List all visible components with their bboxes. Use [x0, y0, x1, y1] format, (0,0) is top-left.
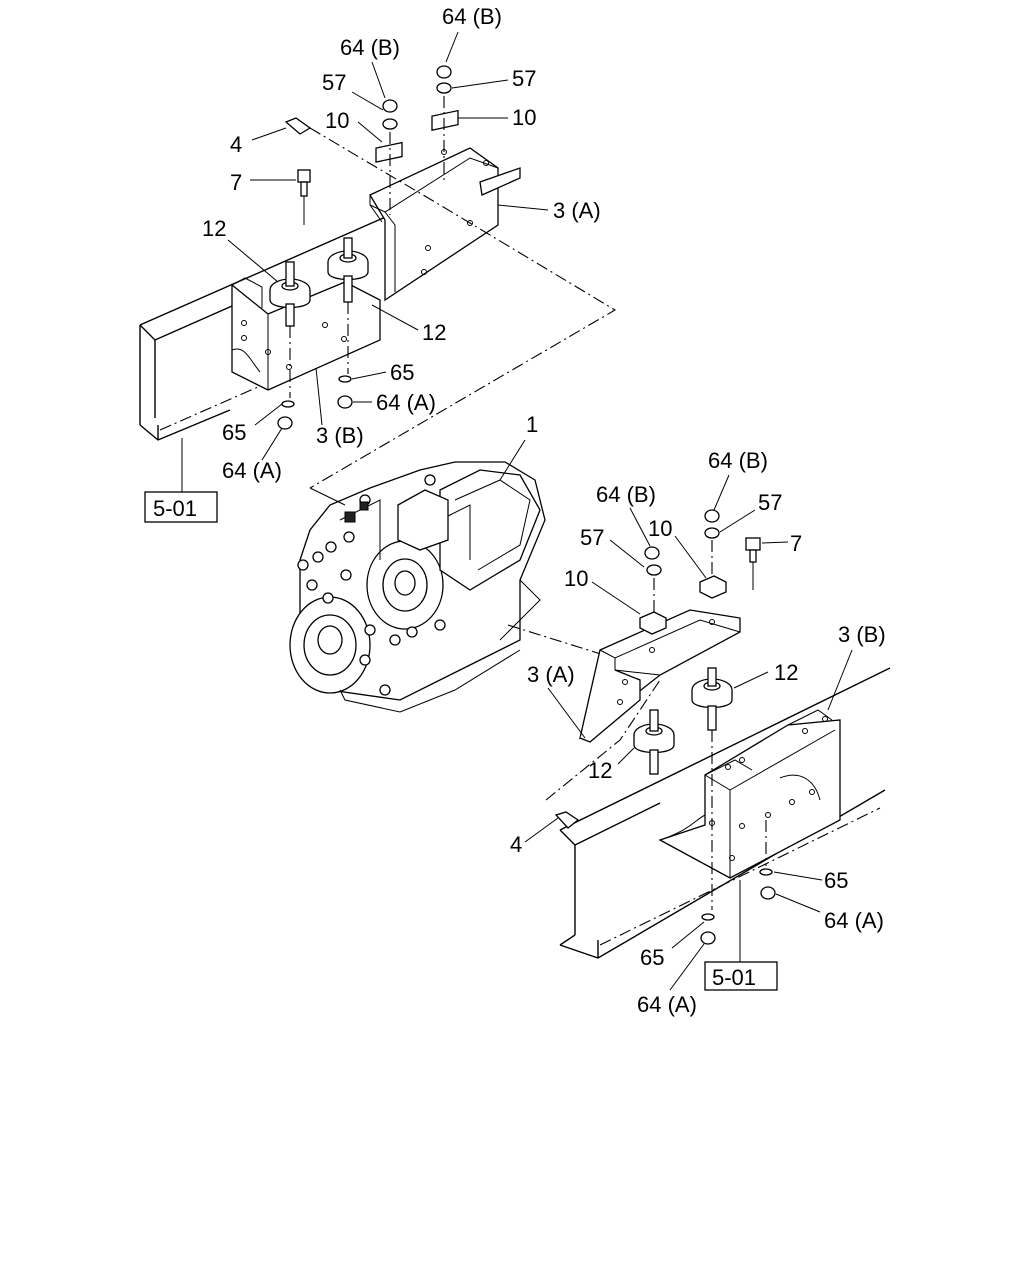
callout-12-lower-right: 12: [774, 660, 798, 685]
callout-57-upper-left: 57: [322, 70, 346, 95]
upper-bracket-3b: [231, 277, 381, 391]
callout-64a-upper-right: 64 (A): [376, 390, 436, 415]
callout-10-lower-right: 10: [648, 516, 672, 541]
reference-box-upper[interactable]: 5-01: [144, 491, 218, 523]
callout-12-lower-left: 12: [588, 758, 612, 783]
callout-64b-lower-right: 64 (B): [708, 448, 768, 473]
callout-4-upper: 4: [230, 132, 242, 157]
upper-assembly: [139, 65, 617, 500]
callout-57-upper-right: 57: [512, 66, 536, 91]
callout-65-upper-right: 65: [390, 360, 414, 385]
upper-mount-12-right: [327, 237, 369, 303]
callout-65-upper-left: 65: [222, 420, 246, 445]
callout-3a-lower: 3 (A): [527, 662, 575, 687]
reference-text-upper: 5-01: [153, 496, 197, 521]
lower-mount-12-left: [633, 709, 675, 775]
callout-3a-upper: 3 (A): [553, 198, 601, 223]
callout-7-lower: 7: [790, 531, 802, 556]
callout-64b-upper: 64 (B): [340, 35, 400, 60]
callout-10-upper-left: 10: [325, 108, 349, 133]
callout-65-lower-right: 65: [824, 868, 848, 893]
callout-10-upper-right: 10: [512, 105, 536, 130]
reference-box-lower[interactable]: 5-01: [704, 961, 778, 991]
callout-57-lower-left: 57: [580, 525, 604, 550]
lower-bracket-3a: [578, 609, 741, 743]
callout-12-upper-right: 12: [422, 320, 446, 345]
callout-65-lower-left: 65: [640, 945, 664, 970]
callout-64b-lower-left: 64 (B): [596, 482, 656, 507]
upper-fasteners: [277, 65, 459, 430]
callout-64a-lower-right: 64 (A): [824, 908, 884, 933]
callout-10-lower-left: 10: [564, 566, 588, 591]
callout-labels: 64 (B) 64 (B) 57 57 10 10 4 7 3 (A) 12 1…: [202, 4, 886, 1017]
callout-57-lower-right: 57: [758, 490, 782, 515]
lower-mount-12-right: [691, 667, 733, 731]
callout-1: 1: [526, 412, 538, 437]
callout-64a-lower-left: 64 (A): [637, 992, 697, 1017]
lower-assembly: [545, 509, 891, 965]
reference-text-lower: 5-01: [712, 965, 756, 990]
callout-4-lower: 4: [510, 832, 522, 857]
lower-axis-lines: [545, 540, 767, 910]
callout-3b-upper: 3 (B): [316, 423, 364, 448]
upper-mount-12-left: [269, 261, 311, 327]
callout-12-upper-left: 12: [202, 216, 226, 241]
callout-7-upper: 7: [230, 170, 242, 195]
upper-bracket-3a: [369, 147, 521, 302]
leader-lines: [227, 31, 853, 991]
upper-axis-lines: [289, 96, 617, 489]
callout-64b-top: 64 (B): [442, 4, 502, 29]
transfer-case-1: [289, 461, 621, 713]
lower-bracket-3b: [658, 709, 841, 879]
callout-64a-upper-left: 64 (A): [222, 458, 282, 483]
lower-fasteners: [554, 509, 776, 945]
callout-3b-lower: 3 (B): [838, 622, 886, 647]
